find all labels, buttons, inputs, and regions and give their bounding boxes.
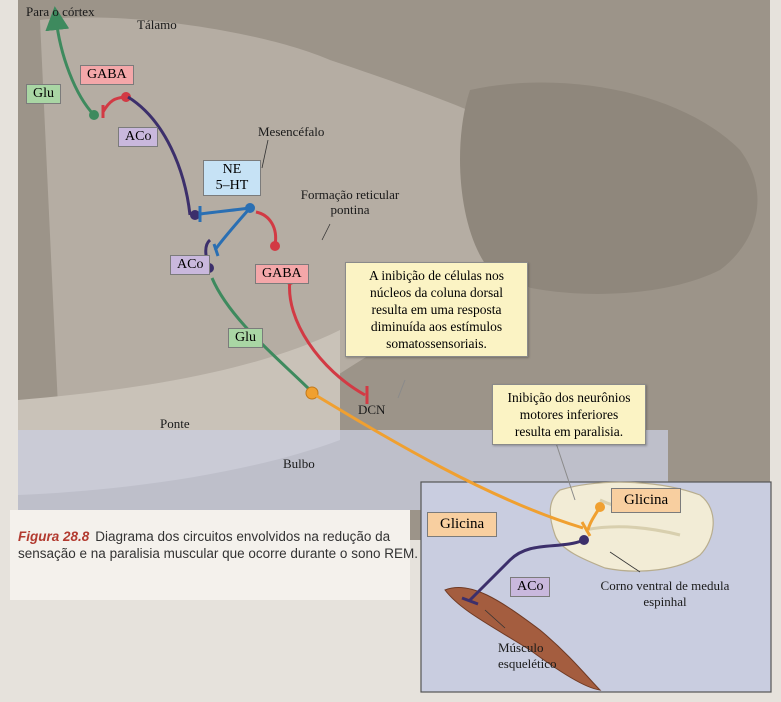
figure-caption-text: Diagrama dos circuitos envolvidos na red… [18,529,418,561]
tag-gaba-mid: GABA [255,264,309,284]
tag-ne-label: NE [222,162,242,177]
tag-glycine-right: Glicina [611,488,682,513]
label-cortex: Para o córtex [26,4,95,19]
glu-thalamic-neuron [89,110,99,120]
glycine-terminal [580,521,592,537]
label-midbrain: Mesencéfalo [258,124,325,139]
glycine-spinal-pathway [311,391,584,530]
label-skeletal-muscle: Músculo esquelético [498,640,557,671]
midbrain-leader [261,139,269,169]
callout-motor-neurons: Inibição dos neurônios motores inferiore… [492,384,646,445]
tag-glu-top: Glu [26,84,61,104]
ne-ht-terminals [198,206,220,257]
figure-number: Figura 28.8 [18,529,90,544]
tag-gaba-top: GABA [80,65,134,85]
label-thalamus: Tálamo [137,17,177,32]
tag-glycine-left: Glicina [427,512,498,537]
skeletal-muscle-shape [444,586,602,691]
caption-background [10,510,410,600]
glycine-local-pathway [586,506,602,531]
gaba-pontine-input [255,210,278,246]
label-ventral-horn: Corno ventral de medula espinhal [600,578,730,609]
gaba-thalamic-neuron [121,92,131,102]
cerebellum-region [460,82,758,294]
tag-glu-mid: Glu [228,328,263,348]
tag-aco-mid: ACo [170,255,211,275]
tag-ht-label: 5–HT [215,178,249,193]
glu-cortex-pathway [45,6,96,117]
gaba-pontine-neuron [270,241,280,251]
label-dcn: DCN [358,402,386,417]
tag-aco-left: ACo [118,127,159,147]
callout-pointer-spinal [554,439,576,501]
motor-axon [468,538,585,602]
gaba-dcn-pathway [288,279,366,397]
reticular-leader [321,223,331,241]
neuromuscular-junction [461,596,479,606]
callout-pointer-dcn [397,379,406,399]
aco-pontine-neuron-1 [190,210,200,220]
muscle-leader [484,609,506,629]
label-medulla: Bulbo [283,456,315,471]
label-pons: Ponte [160,416,190,431]
ventral-horn-leader [609,551,641,573]
callout-dorsal-column: A inibição de células nos núcleos da col… [345,262,528,357]
ne-ht-pathway [199,206,252,251]
tag-aco-spinal: ACo [510,577,551,597]
label-pontine-reticular: Formação reticular pontina [300,187,400,217]
aco-ascending-pathway [127,95,192,216]
